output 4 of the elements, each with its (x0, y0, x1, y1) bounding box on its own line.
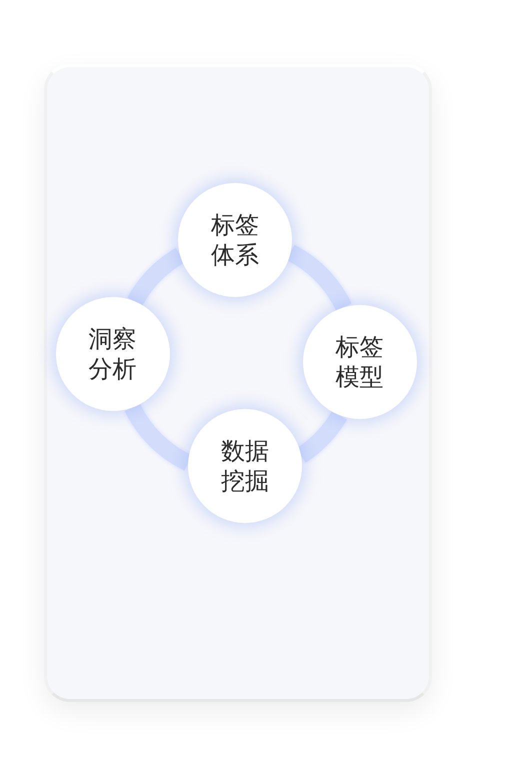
node-label: 洞察分析 (88, 324, 136, 384)
node-label: 标签体系 (211, 210, 259, 270)
node-label: 标签模型 (336, 332, 384, 392)
node-label: 数据挖掘 (221, 436, 269, 496)
